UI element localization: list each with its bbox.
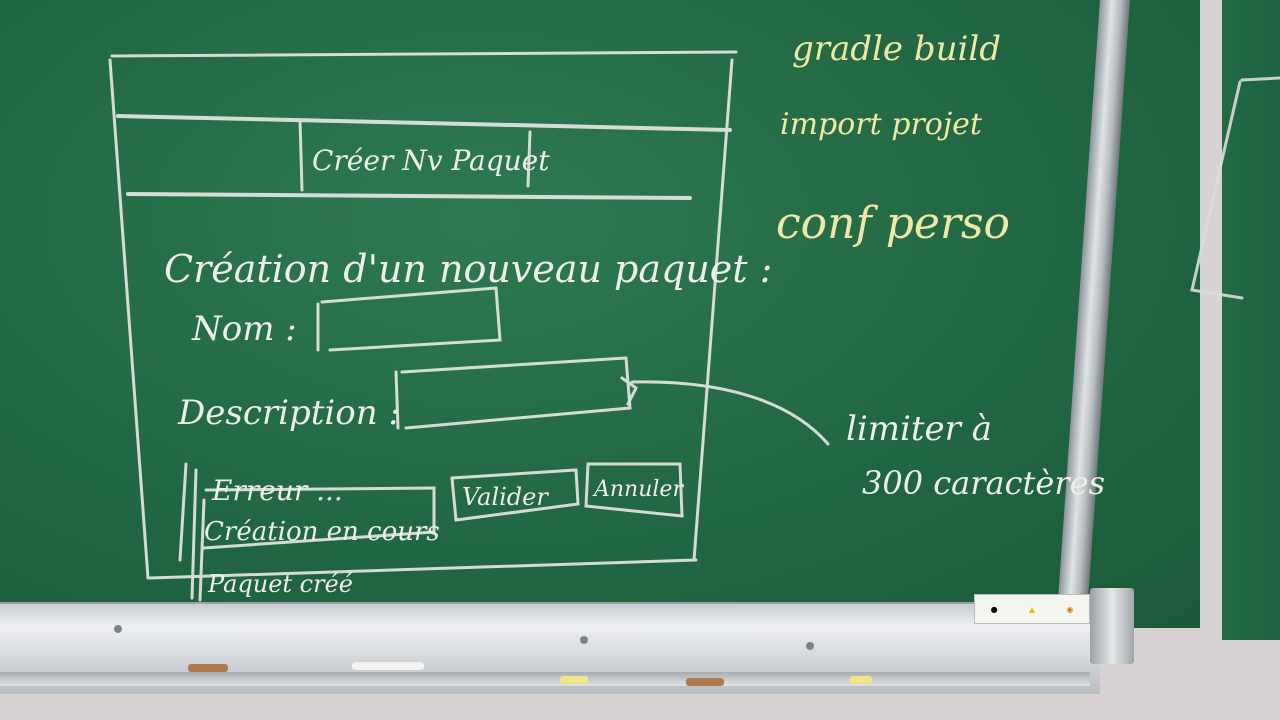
validate-button-outline bbox=[450, 468, 580, 522]
rivet bbox=[114, 625, 122, 633]
sticker-badge-icon: ◉ bbox=[1066, 604, 1074, 614]
created-message: Paquet créé bbox=[207, 570, 353, 598]
rivet bbox=[806, 642, 814, 650]
window-right-edge bbox=[692, 58, 734, 562]
status-bars bbox=[178, 462, 206, 602]
chalk-stick bbox=[352, 662, 424, 670]
sticker-logo-icon: ● bbox=[990, 604, 998, 614]
toolbar-top-line bbox=[116, 114, 732, 132]
status-box bbox=[202, 486, 436, 550]
limit-arrowhead bbox=[620, 376, 638, 406]
cancel-button: Annuler bbox=[592, 477, 684, 502]
limit-note-line1: limiter à bbox=[846, 409, 992, 449]
status-message: Création en cours bbox=[204, 517, 440, 547]
error-message: Erreur ... bbox=[211, 474, 343, 507]
chalk-stick bbox=[686, 678, 724, 686]
chalkboard-right-panel bbox=[1222, 0, 1280, 640]
window-top-edge bbox=[110, 50, 738, 58]
right-panel-sketch bbox=[1190, 76, 1280, 300]
note-conf-perso: conf perso bbox=[776, 198, 1010, 249]
validate-button: Valider bbox=[462, 483, 549, 511]
note-gradle-build: gradle build bbox=[792, 29, 1001, 69]
cancel-button-outline bbox=[584, 462, 684, 518]
name-label: Nom : bbox=[191, 309, 297, 349]
sticker-warning-icon: ▲ bbox=[1028, 604, 1036, 614]
window-left-edge bbox=[108, 58, 150, 580]
form-heading: Création d'un nouveau paquet : bbox=[164, 247, 772, 291]
window-bottom-edge bbox=[148, 558, 698, 580]
description-field bbox=[394, 356, 632, 430]
tab-left-divider bbox=[298, 118, 304, 192]
rivet bbox=[580, 636, 588, 644]
chalk-tray-lip bbox=[0, 672, 1090, 686]
note-import-projet: import projet bbox=[780, 107, 983, 142]
tab-label: Créer Nv Paquet bbox=[312, 144, 550, 177]
chalk-stick bbox=[560, 676, 588, 684]
toolbar-bottom-line bbox=[126, 192, 692, 200]
chalk-stick bbox=[850, 676, 872, 684]
chalkboard bbox=[0, 0, 1200, 628]
board-bracket bbox=[1090, 588, 1134, 664]
description-label: Description : bbox=[177, 393, 400, 433]
safety-sticker: ● ▲ ◉ bbox=[974, 594, 1090, 624]
limit-note-line2: 300 caractères bbox=[862, 464, 1105, 502]
tab-right-divider bbox=[526, 130, 532, 188]
name-field bbox=[316, 286, 502, 352]
limit-arrow bbox=[630, 380, 830, 446]
chalk-stick bbox=[188, 664, 228, 672]
